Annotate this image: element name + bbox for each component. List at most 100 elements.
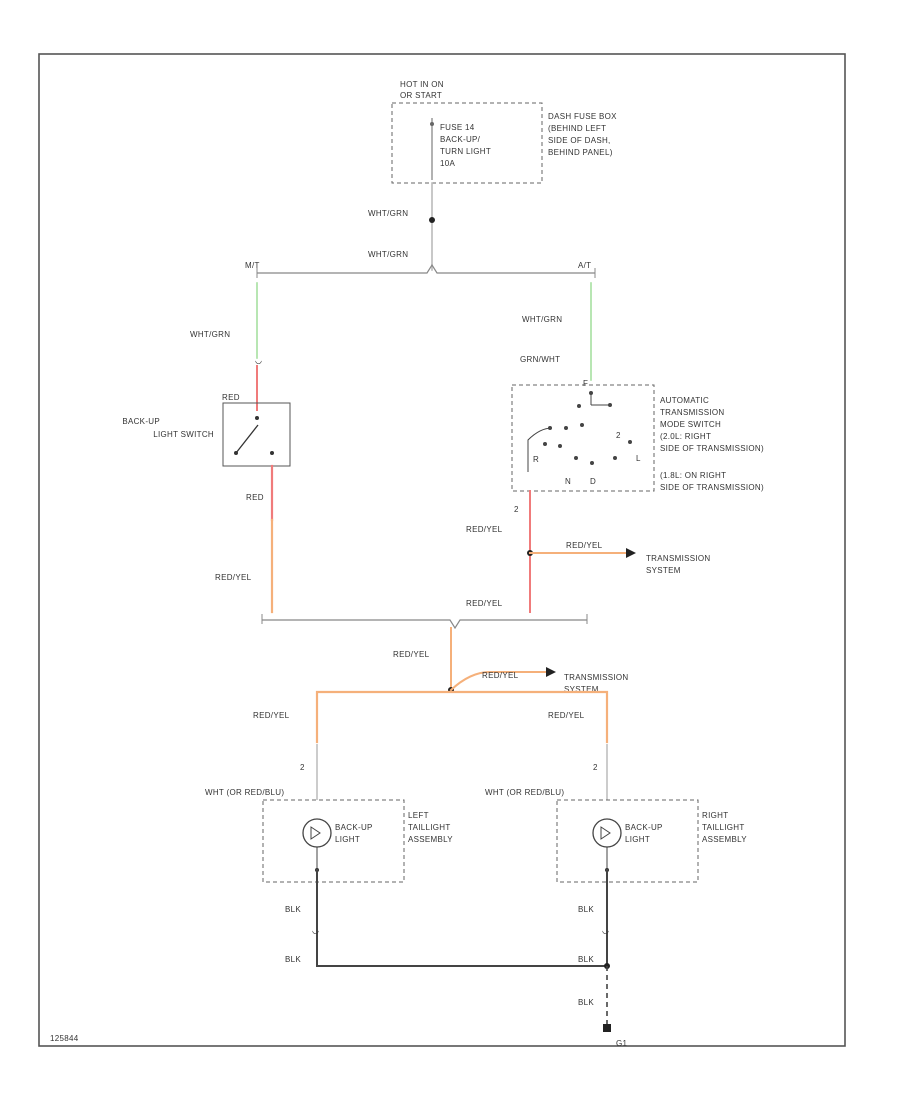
at-pin-n: N bbox=[565, 477, 571, 486]
wire-label-trunk: RED/YEL bbox=[393, 650, 430, 659]
fuse-header-1: HOT IN ON bbox=[400, 80, 444, 89]
trans-system-2-line2: SYSTEM bbox=[564, 685, 599, 694]
ground-label: G1 bbox=[616, 1039, 628, 1048]
at-switch-label-5: SIDE OF TRANSMISSION) bbox=[660, 444, 764, 453]
fuse-label-3: TURN LIGHT bbox=[440, 147, 491, 156]
wire-label-trans-1: RED/YEL bbox=[566, 541, 603, 550]
at-dot-g bbox=[590, 461, 594, 465]
fuse-location-4: BEHIND PANEL) bbox=[548, 148, 613, 157]
fuse-box-outline bbox=[391, 102, 543, 184]
right-assembly-label-2: TAILLIGHT bbox=[702, 823, 745, 832]
right-bulb-label-2: LIGHT bbox=[625, 835, 650, 844]
left-light-wire-label: WHT (OR RED/BLU) bbox=[205, 788, 284, 797]
right-assembly-label-1: RIGHT bbox=[702, 811, 728, 820]
at-dot-i bbox=[543, 442, 547, 446]
at-pin-d: D bbox=[590, 477, 596, 486]
backup-light-switch: BACK-UP LIGHT SWITCH bbox=[122, 402, 291, 467]
left-assembly-label-3: ASSEMBLY bbox=[408, 835, 453, 844]
at-mode-switch: F R N D 2 L AUTOMATIC TRANSMISSION MODE … bbox=[511, 379, 764, 492]
wire-label-merge: RED/YEL bbox=[466, 599, 503, 608]
at-dot-b bbox=[564, 426, 568, 430]
right-light-pin: 2 bbox=[593, 763, 598, 772]
trans-system-arrow-2 bbox=[546, 667, 556, 677]
left-bulb-filament bbox=[310, 826, 321, 840]
right-assembly-outline bbox=[556, 799, 699, 883]
at-pin-2: 2 bbox=[616, 431, 621, 440]
figure-id: 125844 bbox=[50, 1034, 79, 1043]
trans-system-arrow-1 bbox=[626, 548, 636, 558]
wire-label-red-top: RED bbox=[222, 393, 240, 402]
switch-terminal-bottom bbox=[270, 451, 274, 455]
fuse-header-2: OR START bbox=[400, 91, 442, 100]
right-bulb-filament bbox=[600, 826, 611, 840]
right-light-wire-label: WHT (OR RED/BLU) bbox=[485, 788, 564, 797]
left-assembly-outline bbox=[262, 799, 405, 883]
left-ground-connector: ◡ bbox=[312, 926, 319, 935]
left-assembly-label-2: TAILLIGHT bbox=[408, 823, 451, 832]
at-switch-outline bbox=[511, 384, 655, 492]
left-assembly-label-1: LEFT bbox=[408, 811, 429, 820]
left-taillight-assembly: 2 WHT (OR RED/BLU) BACK-UP LIGHT LEFT TA… bbox=[205, 744, 453, 883]
wire-label-red-bottom: RED bbox=[246, 493, 264, 502]
at-pin-l: L bbox=[636, 454, 641, 463]
wire-label-ground-blk: BLK bbox=[578, 998, 594, 1007]
branch-label-at: A/T bbox=[578, 261, 591, 270]
left-bulb-label-1: BACK-UP bbox=[335, 823, 373, 832]
switch-label-1: BACK-UP bbox=[122, 417, 160, 426]
fuse-location-1: DASH FUSE BOX bbox=[548, 112, 617, 121]
fuse-terminal bbox=[430, 122, 434, 126]
mt-connector-mark: ◡ bbox=[255, 356, 262, 365]
right-taillight-assembly: 2 WHT (OR RED/BLU) BACK-UP LIGHT RIGHT T… bbox=[485, 744, 747, 883]
branch-label-mt: M/T bbox=[245, 261, 260, 270]
fuse-label-1: FUSE 14 bbox=[440, 123, 475, 132]
at-switch-label-2: TRANSMISSION bbox=[660, 408, 725, 417]
switch-box bbox=[222, 402, 291, 467]
diagram-frame bbox=[38, 53, 846, 1047]
trans-system-2-line1: TRANSMISSION bbox=[564, 673, 629, 682]
wire-label-trans-2: RED/YEL bbox=[482, 671, 519, 680]
right-assembly-label-3: ASSEMBLY bbox=[702, 835, 747, 844]
fuse-location-2: (BEHIND LEFT bbox=[548, 124, 606, 133]
wire-label-left-blk-1: BLK bbox=[285, 905, 301, 914]
lights-feed-wire bbox=[315, 690, 609, 744]
splice-dot bbox=[429, 217, 435, 223]
wire-label-wht-grn-1: WHT/GRN bbox=[368, 209, 408, 218]
wire-label-left-blk-2: BLK bbox=[285, 955, 301, 964]
at-switch-label-7: SIDE OF TRANSMISSION) bbox=[660, 483, 764, 492]
left-light-pin: 2 bbox=[300, 763, 305, 772]
wire-label-left-feed: RED/YEL bbox=[253, 711, 290, 720]
switch-label-2: LIGHT SWITCH bbox=[153, 430, 214, 439]
trans-system-wire-2 bbox=[449, 671, 551, 692]
fuse-label-2: BACK-UP/ bbox=[440, 135, 481, 144]
at-dot-c bbox=[580, 423, 584, 427]
at-switch-label-3: MODE SWITCH bbox=[660, 420, 721, 429]
at-dot-d bbox=[628, 440, 632, 444]
distribution-bar bbox=[257, 263, 595, 274]
at-switch-label-6: (1.8L: ON RIGHT bbox=[660, 471, 726, 480]
trans-system-1-line2: SYSTEM bbox=[646, 566, 681, 575]
fuse-location-3: SIDE OF DASH, bbox=[548, 136, 611, 145]
wire-label-at-red-yel: RED/YEL bbox=[466, 525, 503, 534]
wire-label-at-wht-grn: WHT/GRN bbox=[522, 315, 562, 324]
switch-terminal-top bbox=[255, 416, 259, 420]
at-switch-label-1: AUTOMATIC bbox=[660, 396, 709, 405]
at-dot-f bbox=[574, 456, 578, 460]
right-bulb-icon bbox=[592, 818, 622, 848]
wire-label-right-blk-2: BLK bbox=[578, 955, 594, 964]
left-bulb-label-2: LIGHT bbox=[335, 835, 360, 844]
merge-bar bbox=[262, 619, 587, 630]
at-switch-label-4: (2.0L: RIGHT bbox=[660, 432, 711, 441]
wire-label-mt-red-yel: RED/YEL bbox=[215, 573, 252, 582]
wire-label-mt-wht-grn: WHT/GRN bbox=[190, 330, 230, 339]
fuse-label-4: 10A bbox=[440, 159, 455, 168]
at-pin-top-label: F bbox=[583, 379, 588, 388]
right-ground-connector: ◡ bbox=[602, 926, 609, 935]
at-pin-left bbox=[577, 404, 581, 408]
wire-label-grn-wht: GRN/WHT bbox=[520, 355, 560, 364]
trans-system-1-line1: TRANSMISSION bbox=[646, 554, 711, 563]
left-bulb-icon bbox=[302, 818, 332, 848]
at-dot-h bbox=[613, 456, 617, 460]
at-dot-a bbox=[548, 426, 552, 430]
at-pin-r: R bbox=[533, 455, 539, 464]
